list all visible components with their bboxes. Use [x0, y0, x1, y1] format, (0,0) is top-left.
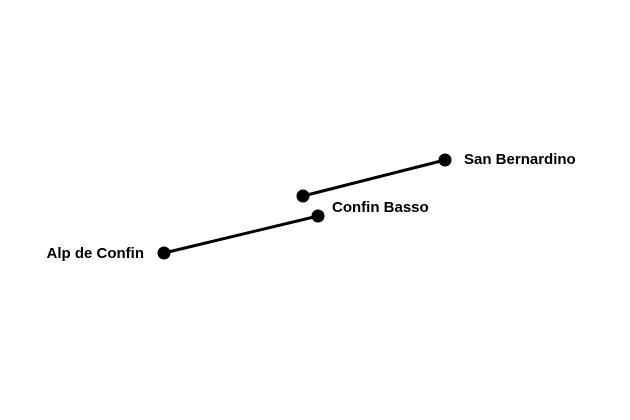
stop-marker-san-bernardino	[438, 153, 452, 167]
stop-marker-confin-basso	[311, 209, 325, 223]
stop-marker-unlabeled	[296, 189, 310, 203]
stop-marker-alp-de-confin	[157, 246, 171, 260]
route-segment-mid-bernardino	[301, 158, 447, 198]
route-segment-alp-basso	[162, 214, 320, 255]
stop-label-alp-de-confin: Alp de Confin	[47, 245, 145, 262]
stop-label-san-bernardino: San Bernardino	[464, 151, 576, 168]
stop-label-confin-basso: Confin Basso	[332, 199, 429, 216]
